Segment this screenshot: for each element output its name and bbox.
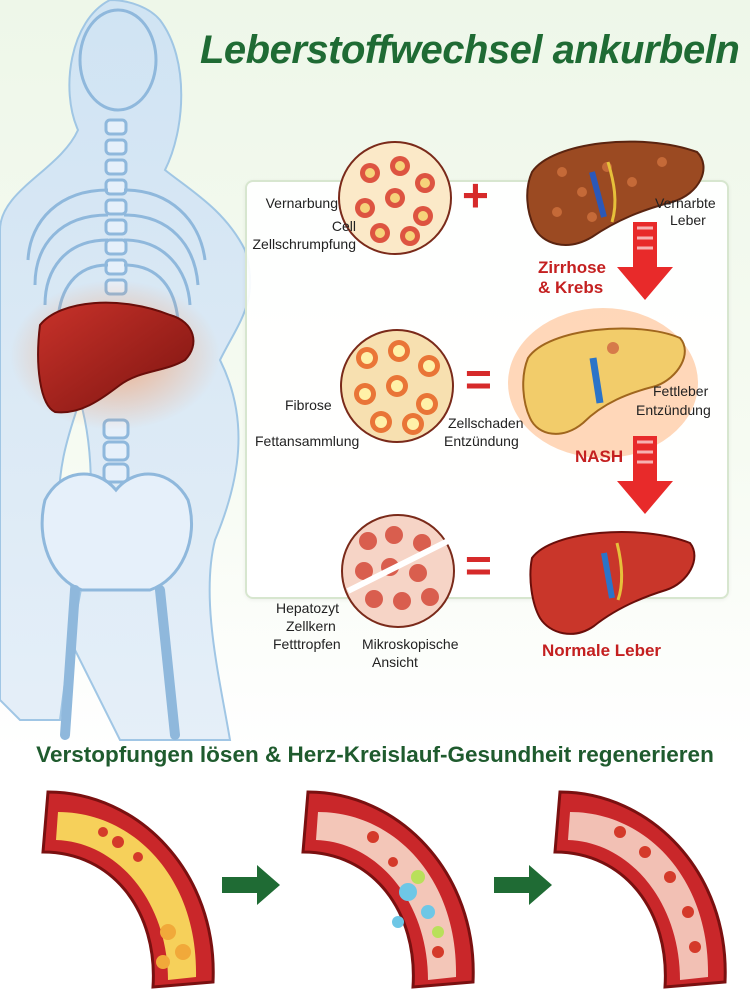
label-fetttropfen: Fetttropfen — [273, 636, 341, 652]
section-title-circulation: Verstopfungen lösen & Herz-Kreislauf-Ges… — [36, 742, 714, 767]
artery-healthy-image — [553, 790, 727, 989]
label-entzuendung: Entzündung — [444, 433, 519, 449]
operator-plus: + — [462, 169, 489, 221]
micro-circle-normal — [341, 514, 455, 628]
label-zellschrumpfung: Zellschrumpfung — [252, 236, 357, 252]
pelvis — [40, 472, 194, 592]
label-zellschaden: Zellschaden — [448, 415, 524, 431]
right-femur — [155, 585, 180, 740]
micro-circle-nash — [340, 329, 454, 443]
arrow-down-1 — [617, 222, 673, 300]
operator-equals-2: = — [465, 539, 492, 591]
label-fettleber: Fettleber — [653, 383, 709, 399]
label-cell: Cell — [331, 218, 356, 234]
stage-normale-leber: Normale Leber — [542, 641, 662, 660]
label-hepatozyt: Hepatozyt — [276, 600, 340, 616]
artery-cleansing-image — [301, 790, 475, 989]
label-fibrose: Fibrose — [285, 397, 332, 413]
label-vernarbte: Vernarbte — [655, 195, 716, 211]
normal-liver-image — [529, 531, 696, 635]
artery-clogged-image — [41, 790, 215, 989]
label-zellkern: Zellkern — [286, 618, 336, 634]
liver-organ — [37, 301, 195, 414]
micro-circle-cirrhosis — [338, 141, 452, 255]
arrow-right-2 — [494, 865, 552, 905]
skull — [78, 8, 158, 112]
stage-zirrhose: Zirrhose — [538, 258, 607, 277]
label-vernarbung: Vernarbung — [265, 195, 338, 211]
stage-krebs: & Krebs — [538, 278, 604, 297]
label-leber: Leber — [670, 212, 706, 228]
fatty-liver-image — [508, 308, 698, 458]
arrow-down-2 — [617, 436, 673, 514]
arrow-right-1 — [222, 865, 280, 905]
operator-equals-1: = — [465, 353, 492, 405]
label-ansicht: Ansicht — [372, 654, 418, 670]
cirrhotic-liver-image — [526, 140, 705, 246]
label-fettansammlung: Fettansammlung — [255, 433, 360, 449]
left-femur — [60, 585, 80, 740]
label-mikroskopische: Mikroskopische — [362, 636, 459, 652]
page-title: Leberstoffwechsel ankurbeln — [200, 28, 740, 72]
stage-nash: NASH — [575, 447, 624, 466]
label-entzuendung-liver: Entzündung — [636, 402, 711, 418]
